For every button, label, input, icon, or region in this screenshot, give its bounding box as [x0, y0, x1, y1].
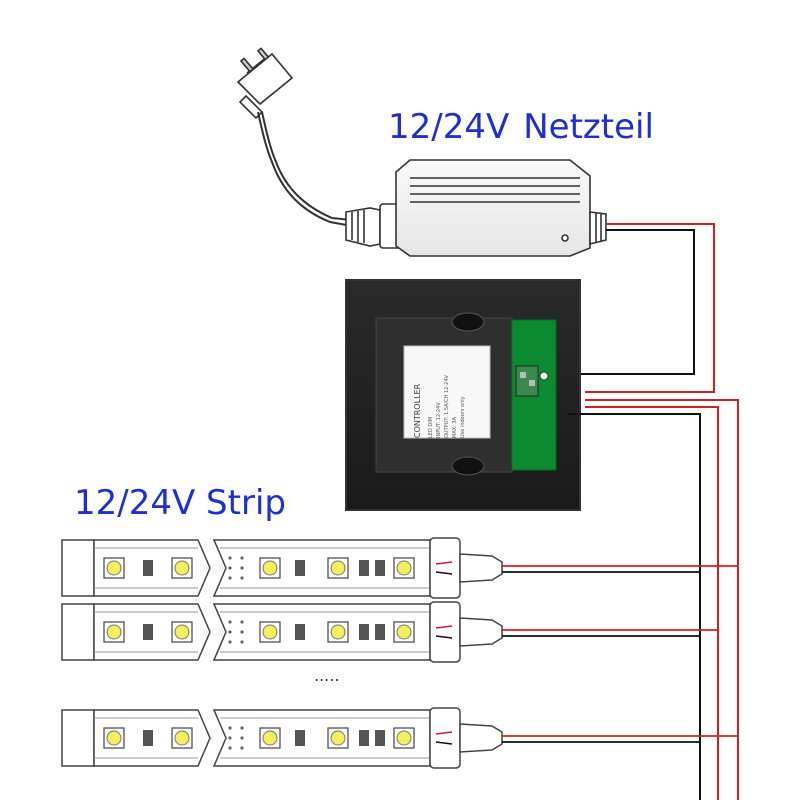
- resistor: [143, 730, 153, 746]
- resistor: [143, 624, 153, 640]
- solder-pad: [240, 746, 244, 750]
- led-light: [396, 560, 412, 576]
- psu-output-wires: [548, 223, 715, 393]
- controller-sticker-title: CONTROLLER: [413, 383, 422, 438]
- led-light: [106, 730, 122, 746]
- solder-pad: [228, 630, 232, 634]
- solder-pad: [228, 746, 232, 750]
- strip-end-cap: [61, 603, 95, 661]
- controller-sticker-line-1: LED DIM: [428, 417, 434, 438]
- strip-connector: [429, 707, 461, 769]
- controller-sticker-line-3: OUTPUT: 1.5A/CH 12-24V: [444, 374, 450, 438]
- led-strip-icon: [61, 537, 738, 599]
- led-light: [106, 624, 122, 640]
- more-strips-ellipsis: .....: [314, 666, 340, 685]
- power-supply-label: 12/24V Netzteil: [388, 110, 654, 144]
- power-supply-word: Netzteil: [523, 107, 654, 147]
- solder-pad: [228, 726, 232, 730]
- solder-pad: [228, 566, 232, 570]
- resistor: [359, 560, 369, 576]
- resistor: [359, 624, 369, 640]
- resistor: [375, 730, 385, 746]
- controller-sticker-line-2: INPUT: 12-24V: [436, 402, 442, 438]
- led-strips: [61, 537, 738, 769]
- led-light: [396, 730, 412, 746]
- power-supply-voltage: 12/24V: [388, 107, 510, 147]
- strip-connector: [429, 537, 461, 599]
- solder-pad: [228, 576, 232, 580]
- resistor: [375, 624, 385, 640]
- solder-pad: [228, 736, 232, 740]
- resistor: [295, 624, 305, 640]
- power-supply-icon: [345, 159, 607, 257]
- led-light: [174, 624, 190, 640]
- led-light: [330, 624, 346, 640]
- solder-pad: [240, 556, 244, 560]
- strip-label: 12/24V Strip: [74, 483, 286, 523]
- led-light: [330, 560, 346, 576]
- resistor: [375, 560, 385, 576]
- led-strip-icon: [61, 601, 718, 663]
- solder-pad: [228, 556, 232, 560]
- controller-icon: CONTROLLER LED DIM INPUT: 12-24V OUTPUT:…: [345, 279, 581, 511]
- strip-end-cap: [61, 539, 95, 597]
- strip-connector: [429, 601, 461, 663]
- solder-pad: [228, 620, 232, 624]
- solder-pad: [240, 576, 244, 580]
- strip-segment: [212, 603, 431, 661]
- plug-icon: [236, 47, 353, 227]
- controller-output-wires: [568, 399, 739, 800]
- led-light: [106, 560, 122, 576]
- solder-pad: [240, 726, 244, 730]
- led-light: [396, 624, 412, 640]
- connector-cable: [459, 723, 503, 753]
- solder-pad: [240, 736, 244, 740]
- connector-cable: [459, 617, 503, 647]
- led-strip-icon: [61, 707, 738, 769]
- resistor: [295, 730, 305, 746]
- solder-pad: [240, 630, 244, 634]
- controller-sticker-line-4: MAX: 3A: [452, 416, 458, 438]
- strip-segment: [212, 709, 431, 767]
- resistor: [295, 560, 305, 576]
- strip-end-cap: [61, 709, 95, 767]
- solder-pad: [228, 640, 232, 644]
- led-light: [262, 730, 278, 746]
- resistor: [359, 730, 369, 746]
- led-light: [174, 730, 190, 746]
- connector-cable: [459, 553, 503, 583]
- strip-segment: [212, 539, 431, 597]
- solder-pad: [240, 566, 244, 570]
- solder-pad: [240, 640, 244, 644]
- led-light: [174, 560, 190, 576]
- led-light: [262, 624, 278, 640]
- led-light: [330, 730, 346, 746]
- controller-sticker-line-5: Use indoors only: [460, 396, 466, 438]
- resistor: [143, 560, 153, 576]
- solder-pad: [240, 620, 244, 624]
- led-light: [262, 560, 278, 576]
